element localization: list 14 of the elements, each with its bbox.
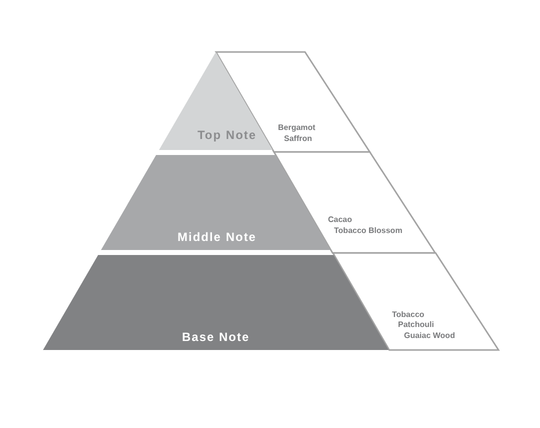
pyramid-tier (159, 52, 273, 150)
tier-label: Top Note (197, 129, 257, 141)
notes-cell (274, 152, 436, 253)
ingredient-text: Cacao (328, 216, 352, 224)
notes-cell (332, 253, 498, 350)
ingredient-text: Guaiac Wood (404, 332, 455, 340)
ingredient-text: Saffron (284, 135, 312, 143)
tier-label: Base Note (182, 331, 250, 343)
ingredient-text: Tobacco (392, 311, 424, 319)
pyramid-tier (43, 255, 389, 350)
ingredient-text: Tobacco Blossom (334, 227, 402, 235)
ingredient-text: Patchouli (398, 321, 434, 329)
tier-label: Middle Note (177, 231, 256, 243)
ingredient-text: Bergamot (278, 124, 316, 132)
